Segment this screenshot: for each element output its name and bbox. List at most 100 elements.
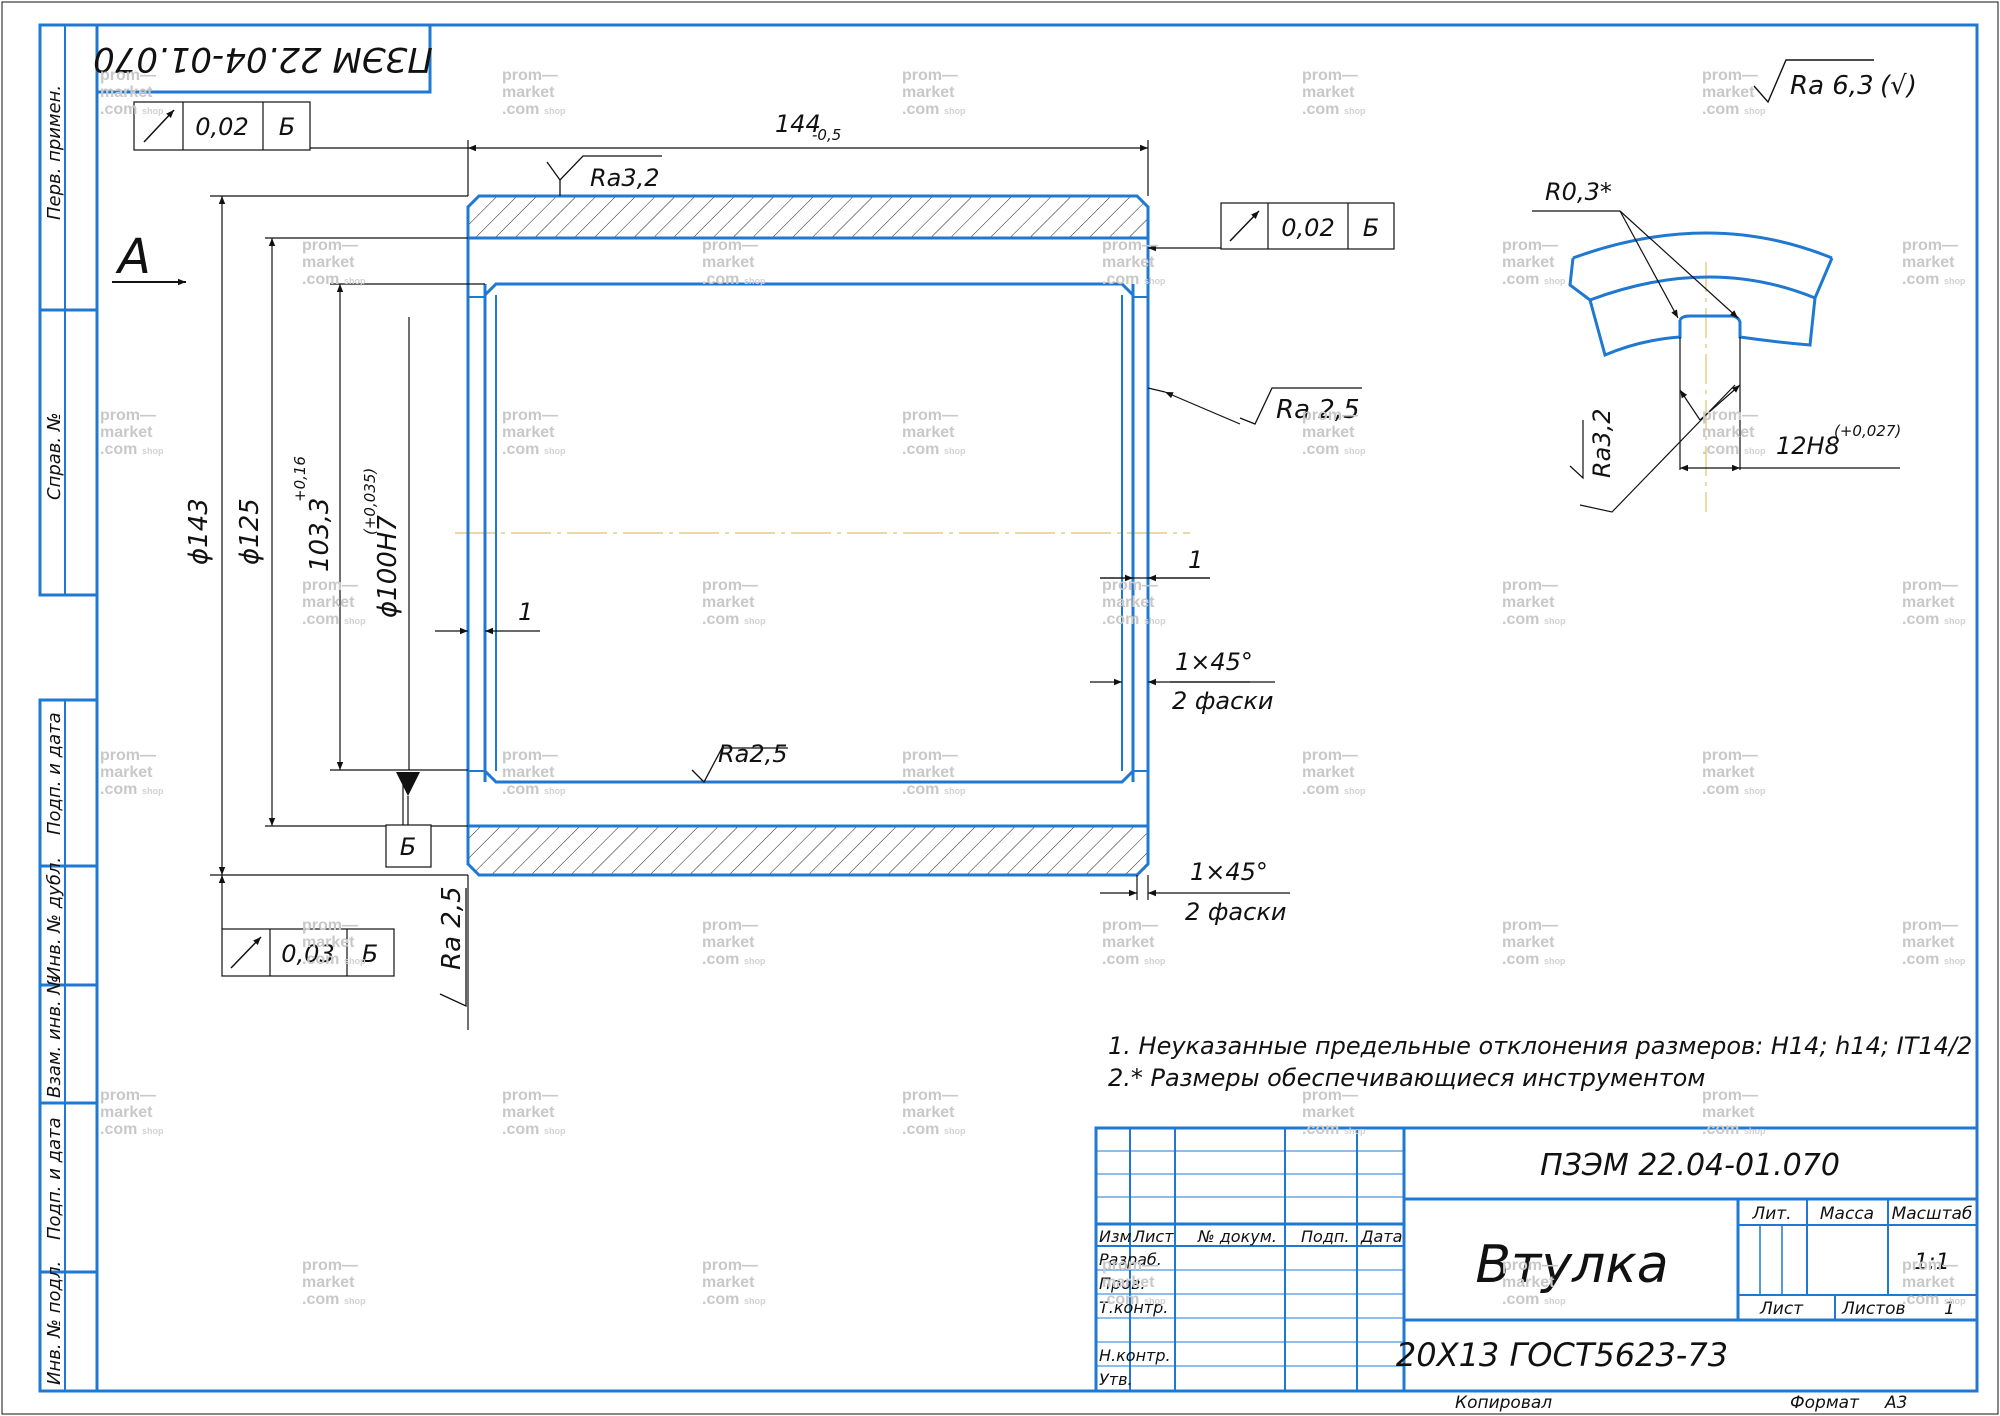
watermark-text: .com [902, 101, 939, 118]
watermark-small: shop [1544, 1296, 1566, 1306]
tol-bottom-left-value: 0,03 [281, 940, 334, 968]
tb-masshtab: Масштаб [1892, 1204, 1973, 1224]
watermark-text: prom— [1102, 577, 1158, 594]
watermark-text: prom— [502, 67, 558, 84]
watermark-small: shop [1344, 446, 1366, 456]
roughness-top: Ra3,2 [546, 155, 662, 196]
tol-top-left-datum: Б [279, 113, 295, 141]
watermark-text: market [902, 764, 955, 781]
watermark-small: shop [344, 276, 366, 286]
watermark-text: prom— [1502, 577, 1558, 594]
watermark-small: shop [1944, 276, 1966, 286]
watermark-text: market [702, 1274, 755, 1291]
watermark-text: prom— [1102, 1257, 1158, 1274]
tb-utv: Утв. [1099, 1370, 1133, 1389]
watermark-text: market [502, 84, 555, 101]
watermark-text: prom— [1902, 1257, 1958, 1274]
watermark-text: .com [100, 441, 137, 458]
watermark-small: shop [1344, 786, 1366, 796]
watermark-text: .com [1702, 1121, 1739, 1138]
watermark-text: prom— [1302, 747, 1358, 764]
dimension-lines [210, 140, 1292, 1030]
datum-b-label: Б [400, 833, 416, 861]
watermark-small: shop [1144, 276, 1166, 286]
detail-view: R0,3* Ra3,2 12H8 (+0,027) [1532, 178, 1901, 513]
watermark-text: market [1702, 84, 1755, 101]
watermark: prom—market.com shop [502, 67, 566, 118]
tb-lit: Лит. [1751, 1204, 1791, 1224]
watermark-text: market [902, 1104, 955, 1121]
watermark-text: prom— [100, 1087, 156, 1104]
watermark-text: .com [502, 441, 539, 458]
watermark-text: market [302, 254, 355, 271]
roughness-general-suffix: (√) [1880, 71, 1917, 101]
watermark-small: shop [744, 1296, 766, 1306]
watermark-text: prom— [100, 747, 156, 764]
watermark-text: prom— [1502, 917, 1558, 934]
detail-width-tol: (+0,027) [1834, 422, 1901, 440]
watermark-text: market [302, 934, 355, 951]
watermark-text: .com [1702, 101, 1739, 118]
watermark-text: .com [1102, 271, 1139, 288]
label-sprav-no: Справ. № [44, 412, 65, 500]
watermark-text: market [302, 1274, 355, 1291]
label-perv-primen: Перв. примен. [44, 85, 65, 220]
watermark-text: .com [1302, 441, 1339, 458]
watermark-text: market [1502, 934, 1555, 951]
watermark-small: shop [1944, 616, 1966, 626]
watermark-text: prom— [302, 237, 358, 254]
watermark-text: market [1302, 84, 1355, 101]
watermark-text: prom— [1902, 917, 1958, 934]
watermark-text: .com [502, 781, 539, 798]
tb-format-value: А3 [1884, 1393, 1907, 1413]
watermark-text: prom— [1702, 407, 1758, 424]
watermark-text: .com [902, 1121, 939, 1138]
watermark-text: prom— [1302, 407, 1358, 424]
watermark-text: .com [502, 101, 539, 118]
watermark-text: market [1302, 764, 1355, 781]
watermark-small: shop [544, 106, 566, 116]
watermark-text: .com [1302, 1121, 1339, 1138]
watermark-text: market [1902, 1274, 1955, 1291]
watermark-text: .com [1502, 611, 1539, 628]
watermark-text: market [1702, 424, 1755, 441]
watermark-small: shop [1144, 956, 1166, 966]
tb-col-izm: Изм [1099, 1227, 1132, 1246]
watermark-text: market [702, 934, 755, 951]
watermark-small: shop [1344, 106, 1366, 116]
watermark-text: market [1502, 1274, 1555, 1291]
watermark-text: prom— [302, 917, 358, 934]
notes: 1. Неуказанные предельные отклонения раз… [1108, 1032, 1972, 1092]
tb-razrab: Разраб. [1099, 1250, 1162, 1269]
watermark-text: market [502, 1104, 555, 1121]
watermark-text: prom— [100, 407, 156, 424]
watermark-text: .com [502, 1121, 539, 1138]
tb-kopiroval: Копировал [1455, 1393, 1552, 1413]
watermark-text: .com [100, 1121, 137, 1138]
watermark-text: prom— [1902, 577, 1958, 594]
watermark-small: shop [1144, 1296, 1166, 1306]
detail-roughness: Ra3,2 [1588, 408, 1616, 478]
watermark-text: .com [1502, 271, 1539, 288]
watermark-text: .com [702, 611, 739, 628]
watermark-text: .com [1902, 1291, 1939, 1308]
view-a: А [112, 229, 186, 286]
